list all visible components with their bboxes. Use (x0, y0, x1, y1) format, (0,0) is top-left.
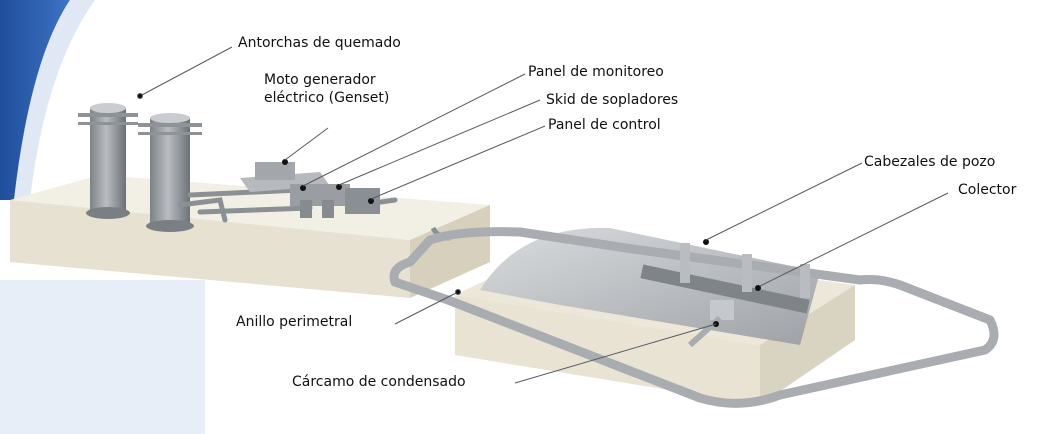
condensate-sump (710, 300, 734, 320)
label-anillo: Anillo perimetral (236, 314, 353, 330)
label-panel-monitoreo: Panel de monitoreo (528, 64, 664, 80)
leader-lines (137, 46, 949, 384)
leader-anillo (394, 291, 459, 325)
perimeter-ring-pipe (389, 227, 999, 408)
leader-panel-monitoreo (302, 73, 526, 187)
wellheads-collector (640, 239, 810, 348)
label-antorchas: Antorchas de quemado (238, 35, 401, 51)
leader-antorchas (139, 46, 233, 97)
leader-colector (759, 192, 949, 287)
leader-panel-control (370, 125, 546, 200)
label-colector: Colector (958, 182, 1017, 198)
landfill-base-front (455, 295, 760, 405)
landfill-base-side (760, 285, 855, 405)
equipment-platform (10, 175, 490, 298)
label-skid: Skid de sopladores (546, 92, 679, 108)
flare-stacks (78, 103, 202, 232)
label-cabezales: Cabezales de pozo (864, 154, 996, 170)
label-moto-line1: Moto generador (264, 72, 376, 88)
brand-backdrop-lower (0, 280, 205, 434)
brand-blue-arc (0, 0, 70, 200)
platform-front (10, 200, 410, 298)
leader-skid (338, 99, 541, 186)
flare-stack-right (138, 113, 202, 232)
platform-top (10, 175, 490, 240)
leader-moto (284, 127, 329, 161)
label-carcamo: Cárcamo de condensado (292, 374, 466, 390)
label-moto-line2: eléctrico (Genset) (264, 90, 390, 106)
leader-carcamo (514, 323, 717, 384)
brand-backdrop (0, 0, 205, 434)
flare-stack-left (78, 103, 138, 219)
genset-and-skid (240, 159, 380, 218)
brand-light-arc (0, 0, 95, 200)
label-panel-control: Panel de control (548, 117, 661, 133)
platform-side (410, 205, 490, 298)
leader-cabezales (705, 162, 863, 241)
landfill-mound (480, 227, 820, 345)
landfill-cell (455, 227, 855, 405)
